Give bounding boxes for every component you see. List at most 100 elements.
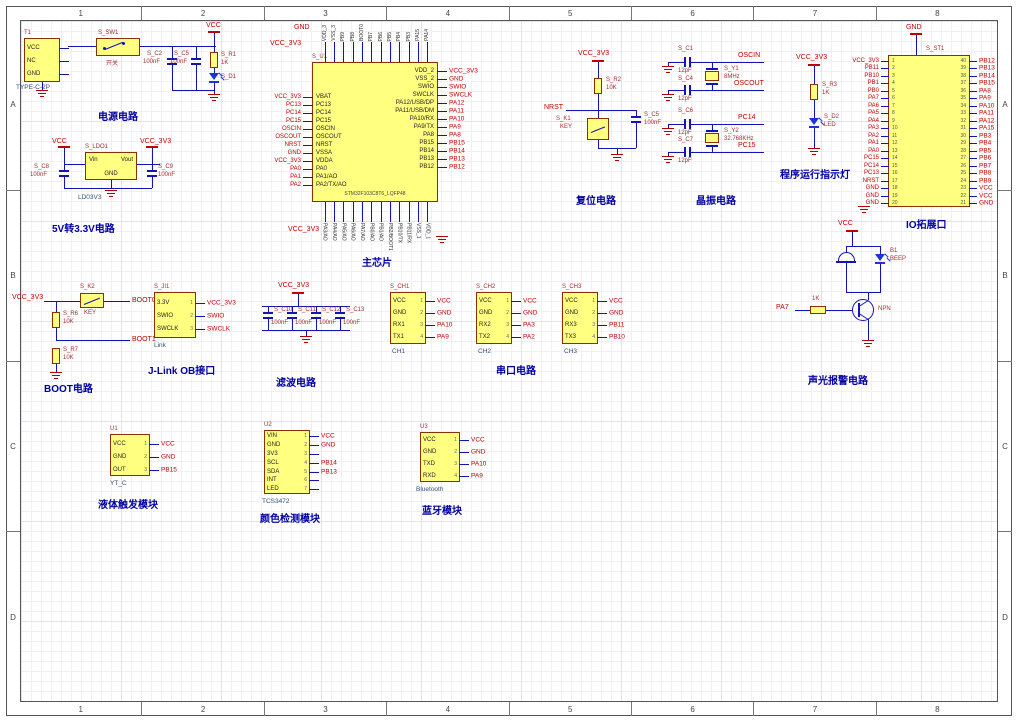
net-label[interactable]: PB13: [979, 64, 995, 72]
pin-row[interactable]: TX2 4 PA2: [477, 331, 535, 343]
net-label-gnd[interactable]: GND: [906, 24, 922, 31]
net-label[interactable]: PC15: [285, 118, 301, 124]
net-label[interactable]: SWCLK: [449, 91, 473, 99]
net-label[interactable]: PA10: [449, 115, 465, 123]
pin-row[interactable]: GND 2 GND: [265, 441, 335, 450]
net-label-vcc3v3[interactable]: VCC_3V3: [12, 294, 44, 301]
resistor-symbol[interactable]: [210, 52, 218, 68]
net-label[interactable]: VCC_3V3: [207, 299, 236, 306]
net-label-vcc3v3[interactable]: VCC_3V3: [278, 282, 310, 289]
mcu-bottom-pin[interactable]: PA7/AO: [357, 202, 366, 250]
pin-row[interactable]: VIN 1 VCC: [265, 432, 335, 441]
capacitor-symbol[interactable]: [335, 312, 345, 319]
net-label[interactable]: PA8: [449, 131, 461, 139]
net-label[interactable]: PB8: [979, 169, 992, 177]
net-label[interactable]: PA2: [868, 132, 879, 139]
pin-row[interactable]: PB13 PB13: [375, 155, 465, 163]
pin-row[interactable]: VCC 1 VCC: [563, 295, 623, 307]
mcu-bottom-pin[interactable]: VSS_1: [413, 202, 422, 250]
net-label[interactable]: PA10: [437, 321, 453, 329]
net-label[interactable]: PB10: [609, 333, 625, 341]
pin-row[interactable]: NRST 17 24 PB9: [863, 177, 992, 185]
pin-row[interactable]: PB1 4 37 PB15: [868, 80, 995, 88]
serial-ch2-body[interactable]: VCC 1 VCC GND 2 GND RX2 3 PA3 TX2 4 PA2: [476, 292, 537, 344]
net-label[interactable]: GND: [449, 75, 464, 83]
net-label-nrst[interactable]: NRST: [544, 104, 564, 111]
mcu-top-pin[interactable]: PB3: [404, 14, 413, 62]
net-label[interactable]: PB14: [449, 147, 465, 155]
pin-row[interactable]: PA1/AO PA1: [290, 173, 375, 181]
power-switch-body[interactable]: [96, 38, 140, 56]
net-label[interactable]: PB12: [449, 163, 465, 171]
net-label[interactable]: PA2: [523, 333, 535, 341]
pin-row[interactable]: VCC 1 VCC: [391, 295, 451, 307]
pin-row[interactable]: GND 2 GND: [563, 307, 623, 319]
crystal-body[interactable]: [705, 133, 719, 143]
mcu-top-pin[interactable]: PB7: [367, 14, 376, 62]
pin-row[interactable]: PC14 15 26 PB7: [864, 162, 991, 170]
net-label-pc14[interactable]: PC14: [738, 114, 756, 121]
mcu-bottom-pin[interactable]: PB11/RX: [404, 202, 413, 250]
mcu-bottom-pin[interactable]: PA6/AO: [348, 202, 357, 250]
net-label[interactable]: VCC: [609, 297, 623, 305]
net-label[interactable]: PC13: [863, 170, 879, 177]
pin-row[interactable]: PB12 PB12: [375, 163, 465, 171]
serial-ch1-body[interactable]: VCC 1 VCC GND 2 GND RX1 3 PA10 TX1 4 PA9: [390, 292, 452, 344]
pin-row[interactable]: GND 2 GND: [477, 307, 537, 319]
net-label[interactable]: PC13: [285, 102, 301, 108]
net-label[interactable]: PA7: [868, 95, 879, 102]
net-label-pa7[interactable]: PA7: [776, 304, 789, 311]
led-symbol[interactable]: [209, 73, 219, 80]
pin-row[interactable]: GND 20 21 GND: [866, 200, 994, 208]
net-label-vcc[interactable]: VCC: [52, 138, 67, 145]
pin-row[interactable]: GND 2 GND: [421, 446, 485, 458]
pin-row[interactable]: PA1 12 29 PB4: [868, 140, 991, 148]
net-label[interactable]: PB6: [979, 154, 992, 162]
pin-row[interactable]: PA12/USB/DP PA12: [375, 99, 465, 107]
net-label[interactable]: PC14: [285, 110, 301, 116]
resistor-symbol[interactable]: [810, 306, 826, 314]
pin-row[interactable]: PA9/TX PA9: [375, 123, 461, 131]
ldo-body[interactable]: Vin Vout GND: [85, 152, 137, 180]
pin-row[interactable]: RX2 3 PA3: [477, 319, 535, 331]
net-label[interactable]: GND: [865, 185, 879, 192]
pin-row[interactable]: PA8 PA8: [375, 131, 461, 139]
net-label[interactable]: NRST: [862, 177, 879, 184]
mcu-bottom-pin[interactable]: PB2/BOOT1: [385, 202, 394, 251]
mcu-bottom-pin[interactable]: PB10/TX: [395, 202, 404, 250]
net-label[interactable]: PB11: [609, 321, 625, 329]
capacitor-symbol[interactable]: [287, 312, 297, 319]
net-label[interactable]: PA12: [979, 117, 995, 125]
mcu-top-pin[interactable]: PA15: [413, 14, 422, 62]
net-label[interactable]: SWIO: [207, 312, 225, 319]
net-label[interactable]: VCC: [471, 436, 485, 444]
mcu-bottom-pin[interactable]: PB0/AO: [367, 202, 376, 250]
net-label[interactable]: PA4: [868, 117, 879, 124]
mcu-top-pin[interactable]: PA14: [423, 14, 432, 62]
net-label[interactable]: PB4: [979, 139, 992, 147]
net-label-boot1[interactable]: BOOT1: [132, 336, 156, 343]
net-label[interactable]: GND: [321, 441, 336, 449]
net-label[interactable]: PA9: [437, 333, 449, 341]
pin-row[interactable]: PB14 PB14: [375, 147, 465, 155]
jlink-body[interactable]: 3.3V 1 VCC_3V3 SWIO 2 SWIO SWCLK 3 SWCLK: [154, 292, 236, 338]
net-label[interactable]: PA12: [449, 99, 465, 107]
bt-module-body[interactable]: VCC 1 VCC GND 2 GND TXD 3 PA10 RXD 4 PA9: [420, 432, 486, 482]
pin-row[interactable]: PB11 2 39 PB13: [865, 65, 995, 73]
net-label[interactable]: PA15: [979, 124, 995, 132]
pin-row[interactable]: OSCOUT OSCOUT: [275, 133, 375, 141]
capacitor-symbol[interactable]: [684, 85, 691, 95]
net-label[interactable]: PB7: [979, 162, 992, 170]
net-label[interactable]: PA6: [868, 102, 879, 109]
net-label[interactable]: PB5: [979, 147, 992, 155]
pin-row[interactable]: PA4 9 32 PA12: [868, 117, 994, 125]
resistor-symbol[interactable]: [52, 348, 60, 364]
mcu-top-pin[interactable]: PB8: [348, 14, 357, 62]
net-label[interactable]: PA10: [471, 460, 487, 468]
net-label[interactable]: PC14: [863, 162, 879, 169]
pin-row[interactable]: GND 2 GND: [111, 450, 175, 463]
net-label[interactable]: VCC: [979, 192, 993, 200]
boot-key-body[interactable]: [80, 293, 104, 308]
net-label[interactable]: PA11: [449, 107, 464, 115]
pin-row[interactable]: PB0 5 36 PA8: [868, 87, 991, 95]
